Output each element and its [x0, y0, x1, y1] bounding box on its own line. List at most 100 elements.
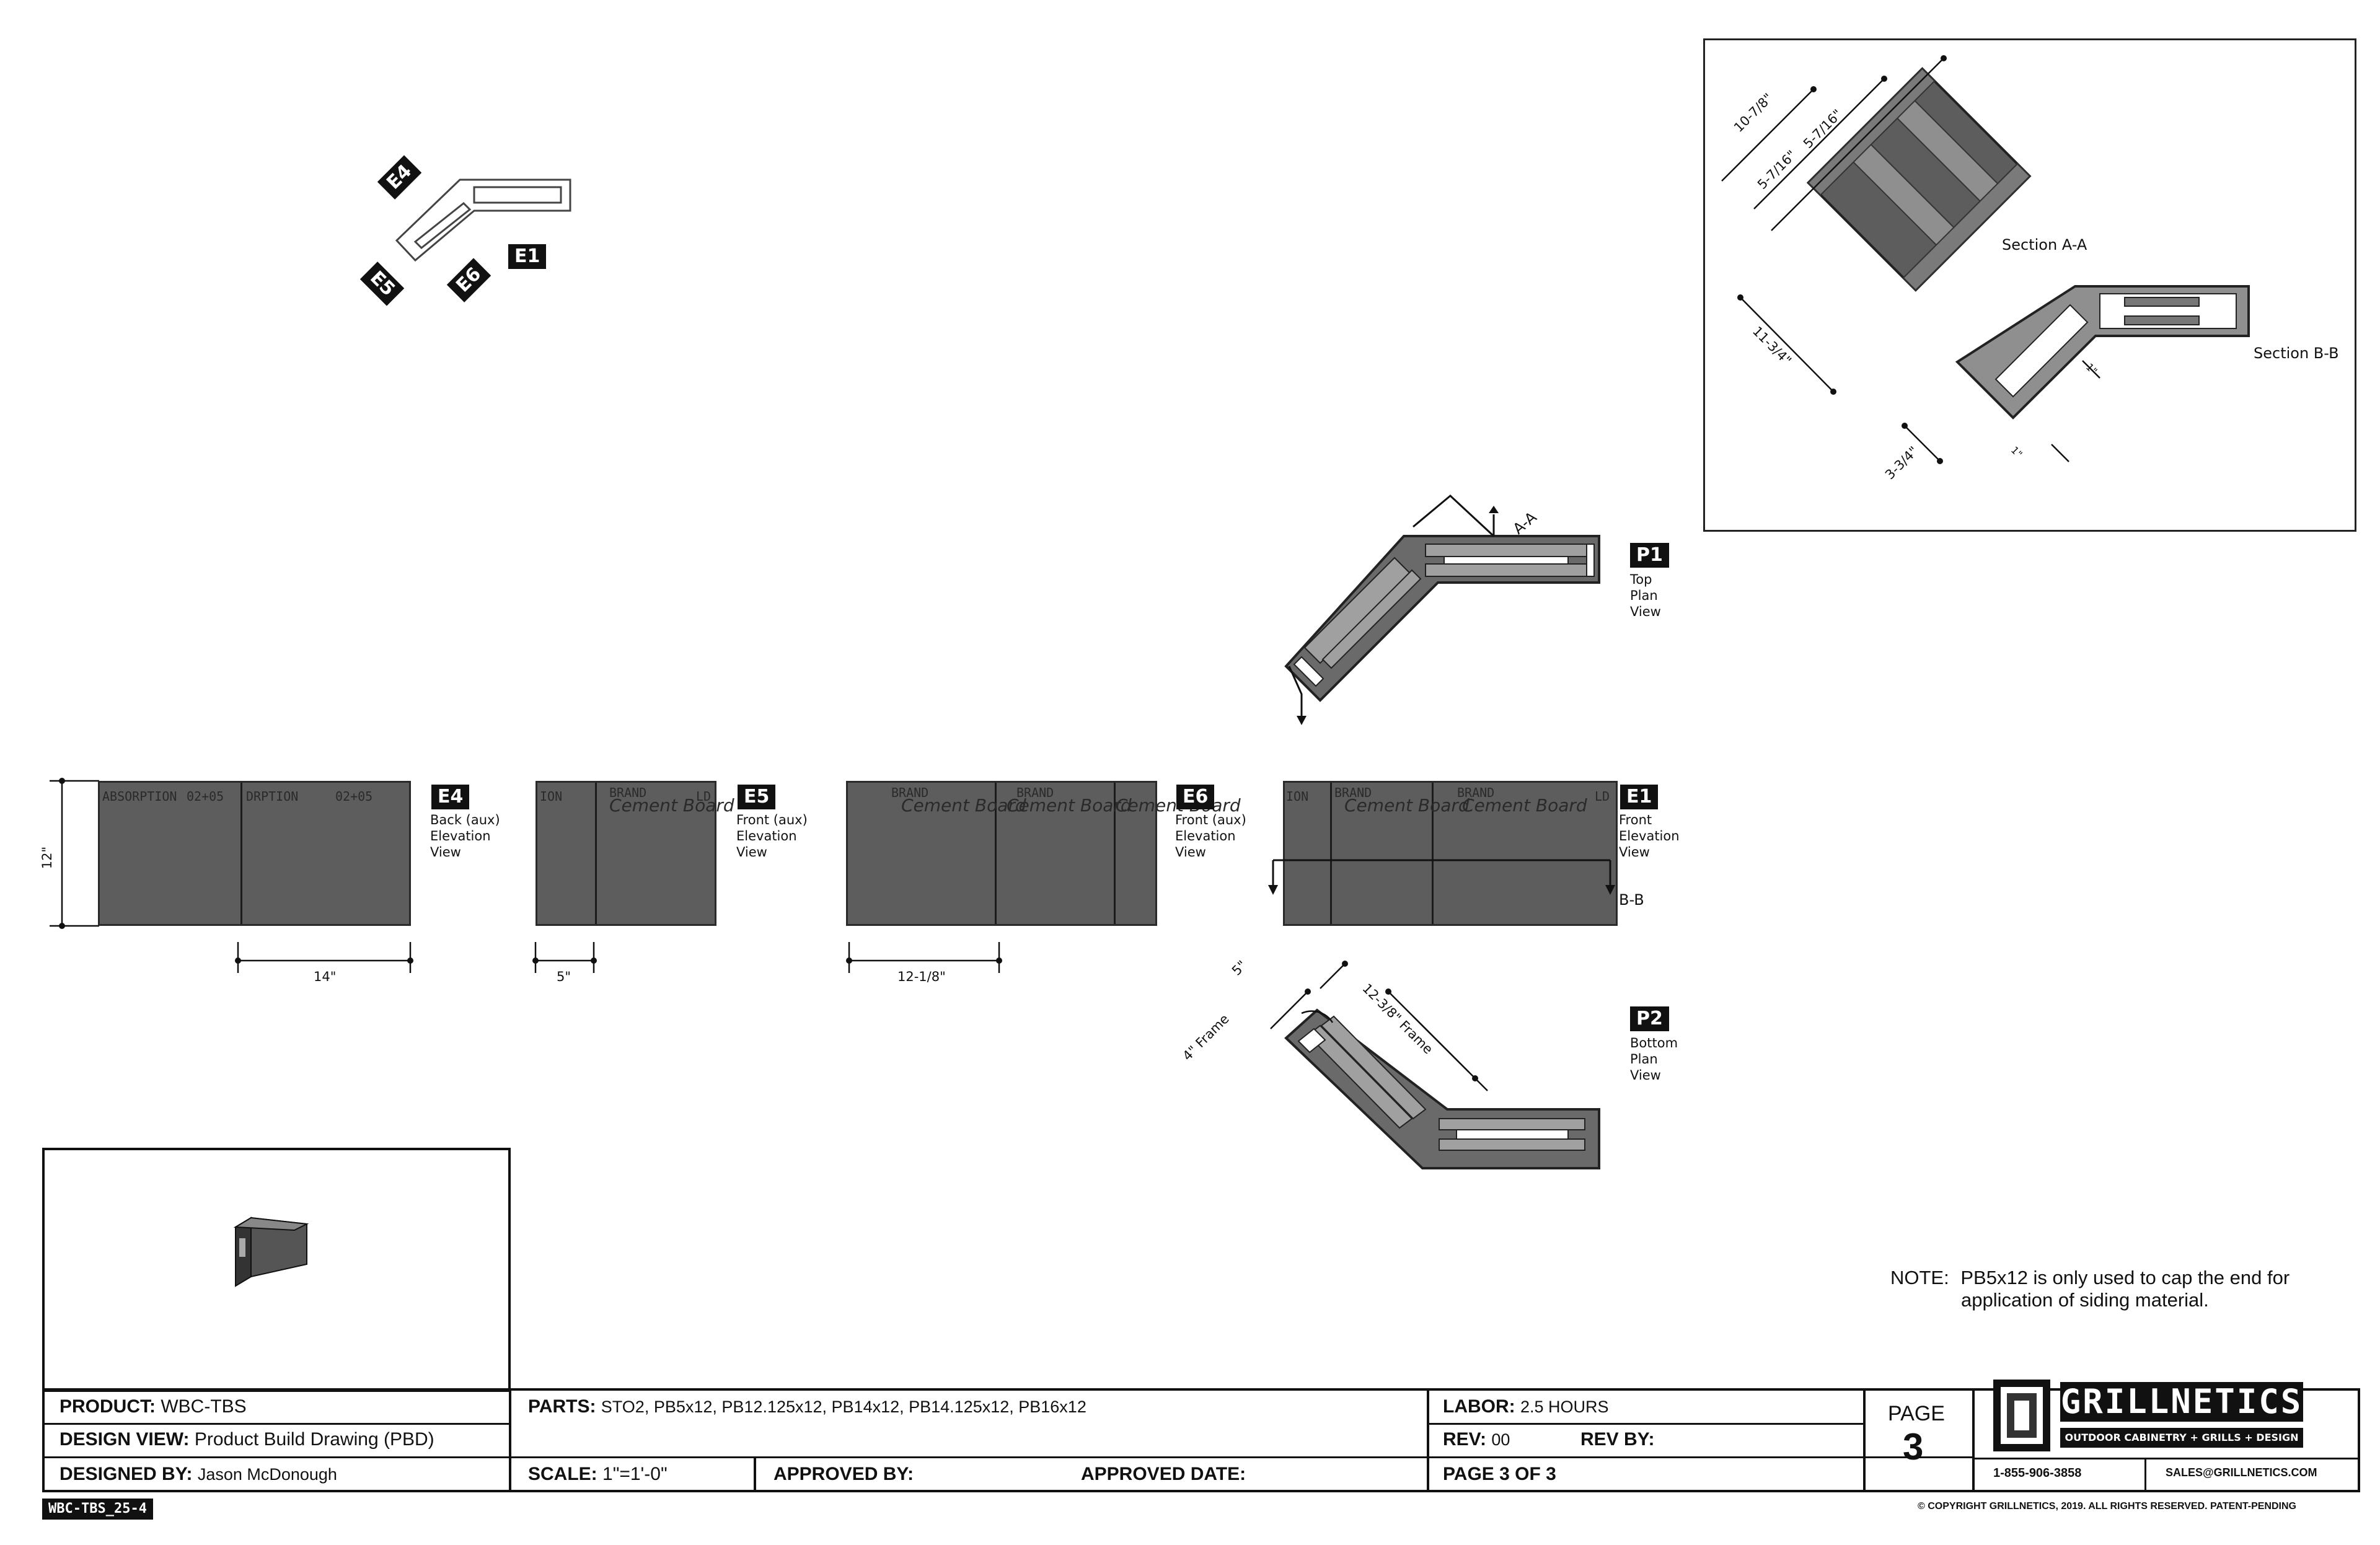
e4-label-line2: Elevation [430, 829, 491, 843]
drawing-id-badge: WBC-TBS_25-4 [42, 1499, 153, 1520]
rev-label: REV: [1443, 1429, 1487, 1450]
rev-field: REV: 00 [1443, 1429, 1510, 1450]
height-dim-text: 12" [40, 846, 55, 869]
page-number: 3 [1903, 1426, 1924, 1468]
rev-by-field: REV BY: [1580, 1429, 1654, 1450]
e6-label-line1: Front (aux) [1175, 812, 1246, 827]
p2-dim-4-frame: 4" Frame [1179, 1011, 1232, 1064]
design-view-field: DESIGN VIEW: Product Build Drawing (PBD) [60, 1429, 434, 1450]
elevation-e4-panel: ABSORPTION 02+05 DRPTION 02+05 [98, 781, 411, 926]
view-tag-e1: E1 [1620, 785, 1659, 809]
panel-print: ION [1286, 789, 1309, 804]
scale-field: SCALE: 1"=1'-0" [528, 1464, 668, 1485]
isometric-preview-model [233, 1217, 309, 1287]
elevation-e1-panel: ION BRAND Cement Board BRAND Cement Boar… [1283, 781, 1618, 926]
note-line1: PB5x12 is only used to cap the end for [1960, 1267, 2290, 1288]
divider [509, 1388, 511, 1492]
divider [42, 1423, 510, 1425]
panel-seam [595, 783, 597, 924]
divider [1972, 1388, 1975, 1492]
e5-label-line1: Front (aux) [736, 812, 808, 827]
e5-label-line3: View [736, 845, 767, 860]
parts-field: PARTS: STO2, PB5x12, PB12.125x12, PB14x1… [528, 1396, 1086, 1417]
elevation-height-dim [50, 778, 99, 929]
divider [1428, 1423, 1864, 1425]
panel-print: 02+05 [335, 789, 373, 804]
divider [1427, 1388, 1429, 1492]
panel-print: BRAND [1457, 785, 1495, 800]
isometric-preview-box [42, 1148, 511, 1392]
panel-print: LD [1595, 789, 1610, 804]
rev-value: 00 [1491, 1430, 1510, 1449]
section-view-box [1703, 38, 2356, 532]
e1-label-line3: View [1619, 845, 1650, 860]
view-tag-p2: P2 [1630, 1006, 1669, 1031]
parts-value: STO2, PB5x12, PB12.125x12, PB14x12, PB14… [601, 1398, 1086, 1416]
view-label-e4: Back (aux) Elevation View [430, 812, 500, 860]
panel-print: Cement Board [1344, 795, 1470, 816]
e5-width-dim: 5" [557, 969, 571, 984]
elevation-e5-panel: ION BRAND LD Cement Board [536, 781, 734, 926]
elevation-width-dims [235, 942, 1002, 973]
brand-email: SALES@GRILLNETICS.COM [2166, 1466, 2317, 1479]
e1-label-line1: Front [1619, 812, 1652, 827]
parts-label: PARTS: [528, 1396, 596, 1417]
approved-date-field: APPROVED DATE: [1081, 1464, 1246, 1485]
panel-print: BRAND [1016, 785, 1054, 800]
e4-label-line3: View [430, 845, 461, 860]
view-label-p1: Top Plan View [1630, 571, 1661, 620]
view-label-e1: Front Elevation View [1619, 812, 1680, 860]
product-value: WBC-TBS [161, 1396, 247, 1417]
bottom-plan-view-drawing [1270, 961, 1600, 1169]
p2-label-line1: Bottom [1630, 1036, 1678, 1050]
e5-label-line2: Elevation [736, 829, 797, 843]
e6-label-line3: View [1175, 845, 1206, 860]
panel-seam [1114, 783, 1116, 924]
e4-width-dim: 14" [314, 969, 337, 984]
note-line2: application of siding material. [1961, 1289, 2209, 1311]
labor-value: 2.5 HOURS [1520, 1398, 1609, 1416]
view-label-e6: Front (aux) Elevation View [1175, 812, 1246, 860]
panel-seam [1330, 783, 1332, 924]
view-tag-e4: E4 [431, 785, 470, 809]
scale-label: SCALE: [528, 1464, 597, 1484]
brand-name: GRILLNETICS [2060, 1382, 2303, 1422]
design-view-label: DESIGN VIEW: [60, 1429, 190, 1450]
panel-print: Cement Board [609, 795, 734, 816]
design-view-value: Product Build Drawing (PBD) [194, 1429, 434, 1450]
title-block [42, 1388, 2360, 1492]
e1-label-line2: Elevation [1619, 829, 1680, 843]
panel-print: Cement Board [1007, 795, 1132, 816]
e6-label-line2: Elevation [1175, 829, 1236, 843]
view-label-e5: Front (aux) Elevation View [736, 812, 808, 860]
panel-print: 02+05 [187, 789, 224, 804]
panel-seam [240, 783, 242, 924]
divider [42, 1456, 1973, 1458]
scale-value: 1"=1'-0" [602, 1464, 668, 1484]
brand-tagline: OUTDOOR CABINETRY + GRILLS + DESIGN [2060, 1428, 2303, 1448]
p1-label-line3: View [1630, 604, 1661, 619]
panel-print: Cement Board [1462, 795, 1587, 816]
approved-date-label: APPROVED DATE: [1081, 1464, 1246, 1484]
p1-label-line1: Top [1630, 572, 1652, 587]
view-label-p2: Bottom Plan View [1630, 1035, 1678, 1083]
panel-print: Cement Board [901, 795, 1026, 816]
divider [754, 1458, 756, 1492]
panel-print: BRAND [609, 785, 647, 800]
p1-label-line2: Plan [1630, 588, 1658, 603]
divider [1863, 1388, 1866, 1492]
labor-label: LABOR: [1443, 1396, 1515, 1417]
divider [2144, 1458, 2146, 1492]
panel-seam [995, 783, 997, 924]
product-field: PRODUCT: WBC-TBS [60, 1396, 247, 1417]
approved-by-field: APPROVED BY: [774, 1464, 914, 1485]
view-tag-e6: E6 [1176, 785, 1215, 809]
panel-print: DRPTION [246, 789, 299, 804]
rev-by-label: REV BY: [1580, 1429, 1655, 1450]
panel-print: LD [696, 789, 712, 804]
key-plan-outline [395, 178, 571, 262]
note-label: NOTE: [1890, 1267, 1949, 1288]
page-of-field: PAGE 3 OF 3 [1443, 1464, 1556, 1485]
view-tag-p1: P1 [1630, 543, 1669, 568]
panel-print: ION [540, 789, 563, 804]
